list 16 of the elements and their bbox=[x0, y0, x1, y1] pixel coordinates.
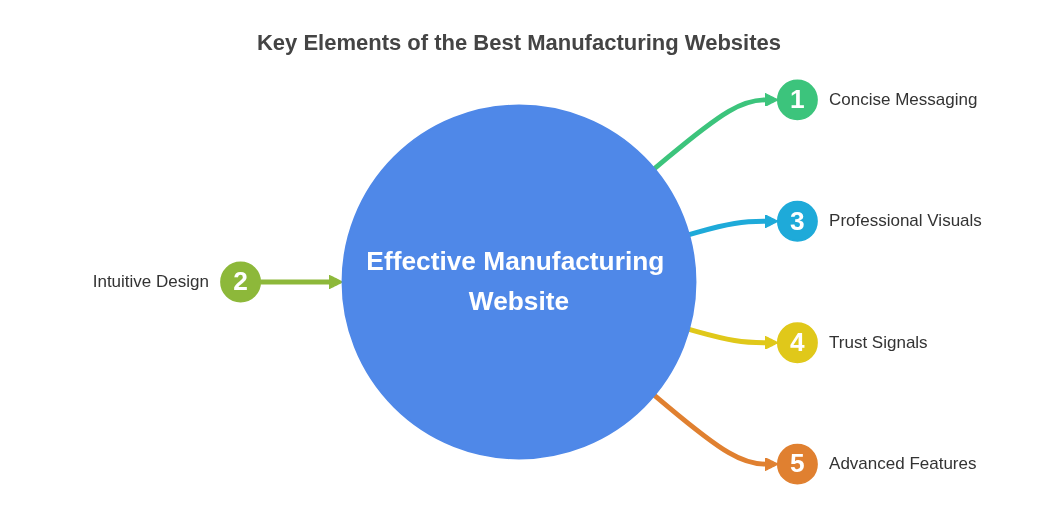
node-caption: Concise Messaging bbox=[829, 89, 978, 110]
title: Key Elements of the Best Manufacturing Websites bbox=[255, 30, 782, 56]
node-caption: Trust Signals bbox=[829, 332, 928, 353]
node-circle: 1 bbox=[776, 79, 818, 121]
node-caption: Advanced Features bbox=[829, 454, 977, 475]
node-circle: 3 bbox=[776, 200, 818, 242]
node-circle: Effective Manufacturing Website bbox=[341, 104, 697, 460]
arrow bbox=[652, 92, 779, 171]
arrow bbox=[688, 214, 779, 237]
arrow bbox=[652, 393, 779, 472]
node-circle: 2 bbox=[220, 261, 262, 303]
node-circle: 4 bbox=[776, 322, 818, 364]
node-circle: 5 bbox=[776, 443, 818, 485]
node-caption: Intuitive Design bbox=[92, 272, 209, 292]
arrow bbox=[688, 327, 779, 350]
node-caption: Professional Visuals bbox=[829, 211, 982, 232]
